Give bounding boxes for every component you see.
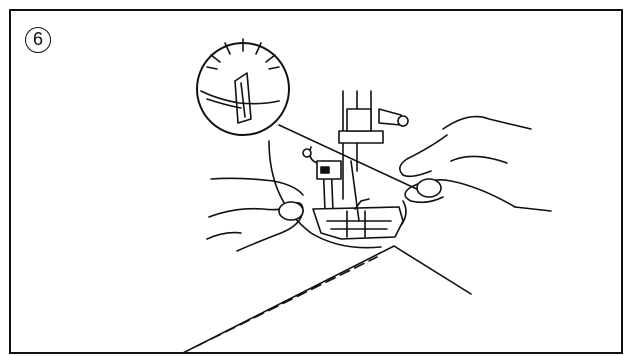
thread-cutter-inset bbox=[197, 39, 289, 135]
fabric-sheet bbox=[177, 246, 471, 354]
left-hand bbox=[207, 178, 303, 251]
right-hand bbox=[400, 117, 551, 211]
instruction-figure: 6 bbox=[9, 9, 623, 354]
sewing-illustration bbox=[11, 11, 623, 354]
machine-body bbox=[269, 91, 408, 248]
